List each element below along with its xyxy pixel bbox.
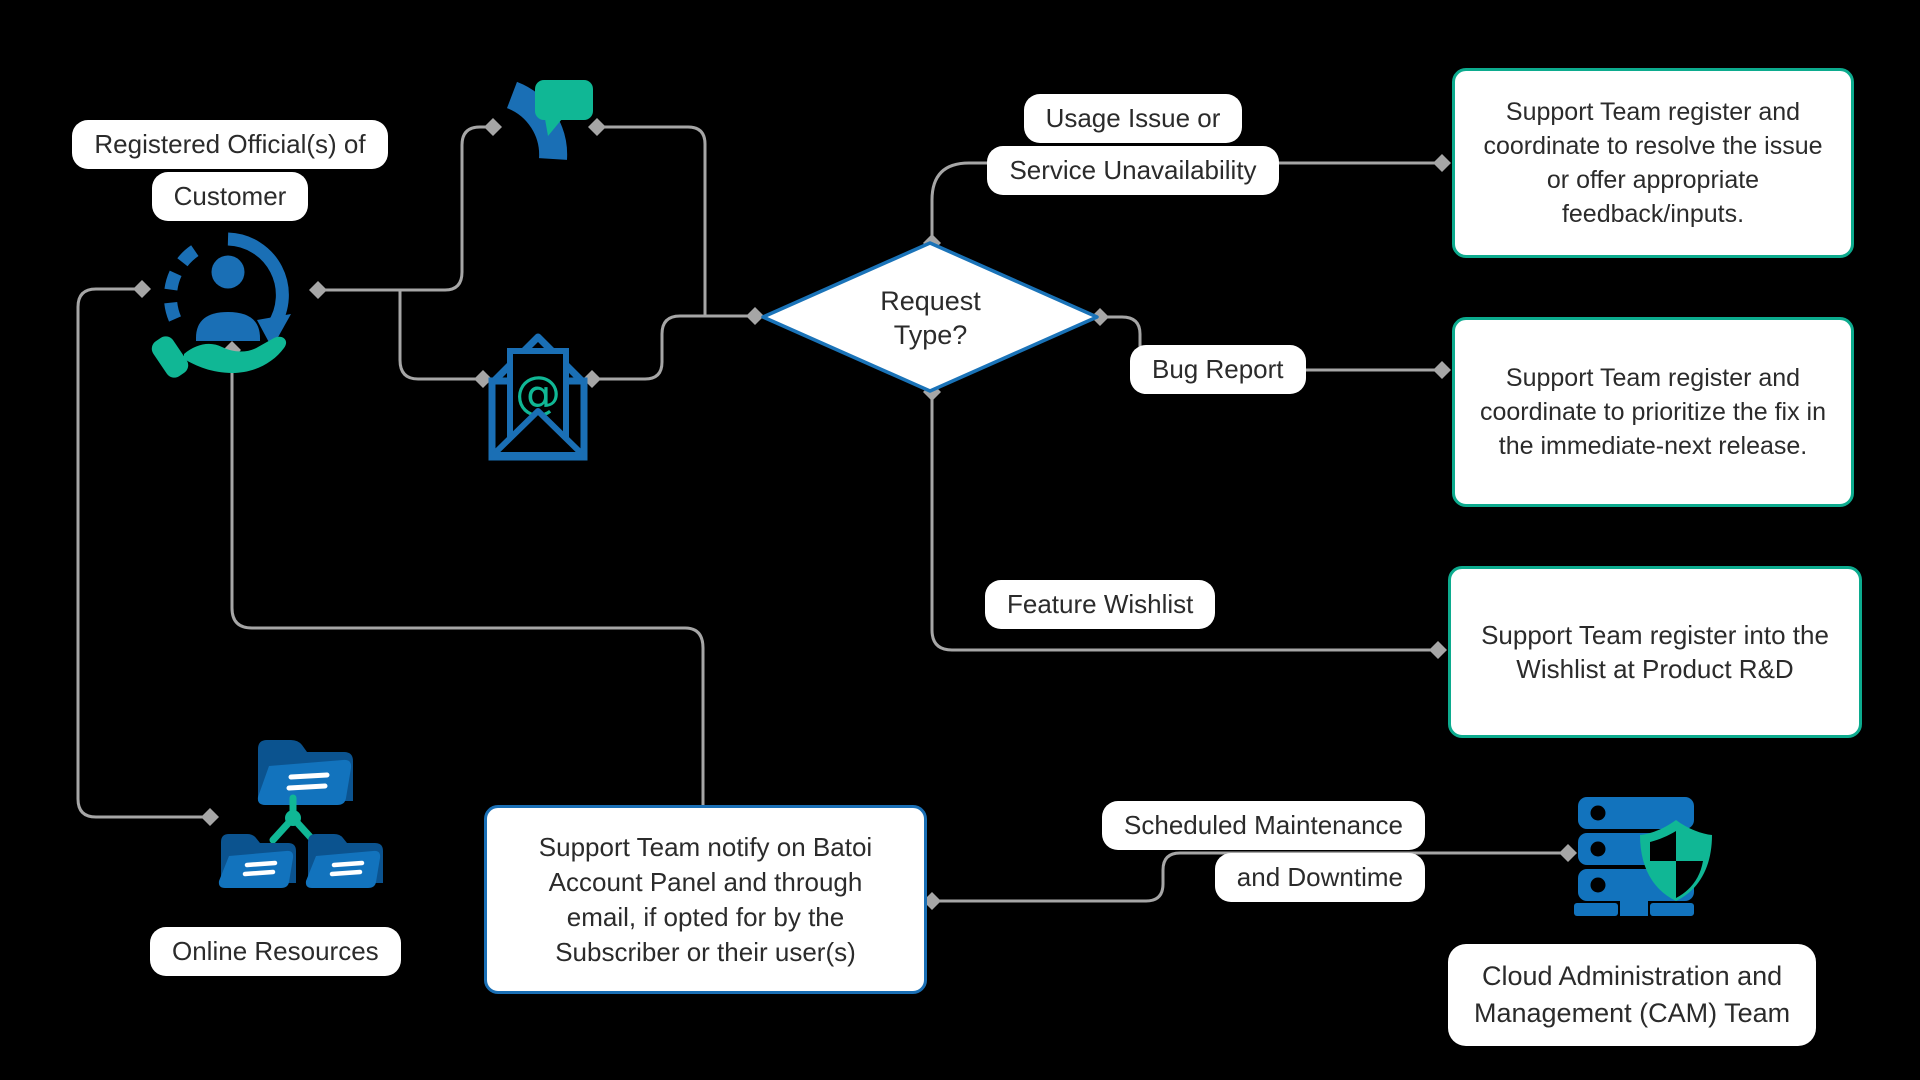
folder-network-icon: [218, 740, 383, 888]
connector-customer-online-resources: [76, 287, 208, 819]
scheduled-maintenance-line2: and Downtime: [1214, 853, 1425, 902]
usage-issue-line2: Service Unavailability: [987, 146, 1279, 195]
usage-issue-label: Usage Issue or Service Unavailability: [963, 94, 1303, 195]
registered-official-line1: Registered Official(s) of: [72, 120, 388, 169]
usage-issue-line1: Usage Issue or: [1023, 94, 1243, 143]
server-shield-icon: [1574, 797, 1712, 916]
folder-small-left: [218, 834, 296, 888]
registered-official-label: Registered Official(s) of Customer: [56, 120, 404, 221]
phone-chat-icon: [506, 80, 593, 160]
connector-notify-cam: [930, 851, 1566, 903]
outcome-wishlist-box: Support Team register into the Wishlist …: [1448, 566, 1862, 738]
connector-decision-usage: [930, 161, 1440, 244]
cam-team-label: Cloud Administration and Management (CAM…: [1448, 944, 1817, 1046]
connector-decision-wishlist: [930, 390, 1436, 652]
bug-report-label: Bug Report: [1130, 345, 1306, 394]
request-type-decision-label: Request Type?: [880, 286, 981, 350]
feature-wishlist-label: Feature Wishlist: [985, 580, 1216, 629]
outcome-bug-box: Support Team register and coordinate to …: [1452, 317, 1854, 507]
connector-customer-channels: [316, 125, 491, 381]
outcome-usage-box: Support Team register and coordinate to …: [1452, 68, 1854, 258]
connector-channels-decision: [593, 125, 753, 381]
online-resources-label: Online Resources: [150, 927, 401, 976]
notify-box: Support Team notify on Batoi Account Pan…: [484, 805, 927, 994]
customer-support-icon: [151, 232, 291, 378]
scheduled-maintenance-line1: Scheduled Maintenance: [1102, 801, 1425, 850]
connector-notify-customer: [230, 351, 705, 808]
connectors: [76, 125, 1566, 903]
scheduled-maintenance-label: Scheduled Maintenance and Downtime: [1040, 801, 1425, 902]
request-type-decision-shape: [761, 241, 1099, 393]
email-at-icon: @: [488, 333, 588, 461]
folder-small-right: [305, 834, 383, 888]
registered-official-line2: Customer: [151, 172, 309, 221]
